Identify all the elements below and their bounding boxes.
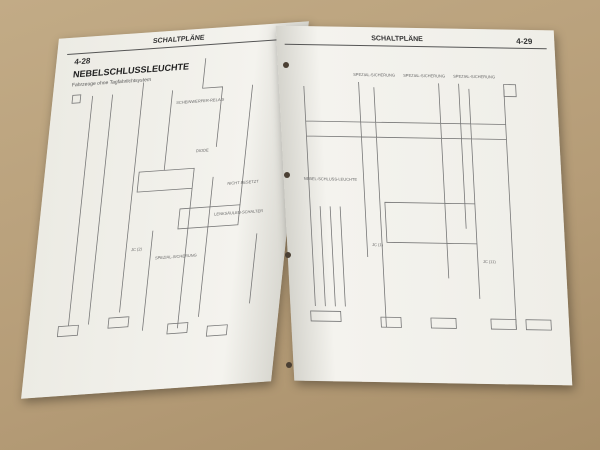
diagram-label: SPEZIAL-SICHERUNG — [403, 72, 446, 79]
binder-hole — [285, 252, 291, 258]
right-wiring-diagram — [303, 81, 552, 331]
binder-hole — [286, 362, 292, 368]
left-wiring-diagram — [56, 58, 258, 338]
diagram-label: JC (11) — [482, 258, 496, 265]
diagram-label: NEBEL-SCHLUSS-LEUCHTE — [303, 175, 358, 182]
diagram-label: SPEZIAL-SICHERUNG — [453, 73, 496, 80]
right-page: SCHALTPLÄNE 4-29 SPEZIAL-SICHERUNG SPEZI… — [275, 25, 573, 386]
left-page: SCHALTPLÄNE 4-28 NEBELSCHLUSSLEUCHTE Fah… — [21, 21, 309, 399]
diagram-label: DIODE — [195, 147, 209, 154]
diagram-label: JC (2) — [130, 246, 143, 253]
binder-hole — [284, 172, 290, 178]
binder-hole — [283, 62, 289, 68]
diagram-label: SPEZIAL-SICHERUNG — [353, 71, 396, 78]
diagram-label: JC (1) — [371, 242, 384, 248]
